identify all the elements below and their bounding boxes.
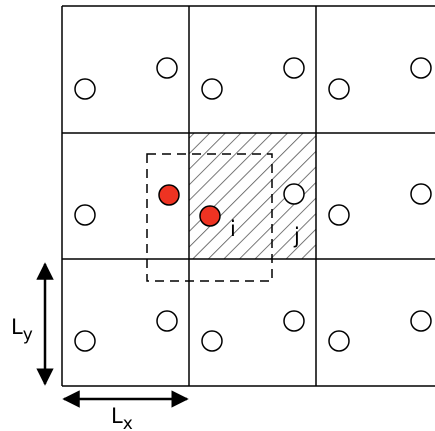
highlight-particle-icon xyxy=(199,205,221,227)
particle-circle-icon xyxy=(328,330,350,352)
particle-circle-icon xyxy=(156,310,178,332)
particle-label-i: i xyxy=(230,217,236,241)
open-particles xyxy=(74,57,432,352)
highlighted-particles xyxy=(158,184,221,227)
particle-circle-icon xyxy=(410,310,432,332)
particle-circle-icon xyxy=(201,78,223,100)
cell-grid xyxy=(61,5,435,387)
particle-circle-icon xyxy=(156,57,178,79)
particle-circle-icon xyxy=(410,57,432,79)
particle-circle-icon xyxy=(74,78,96,100)
particle-circle-icon xyxy=(328,78,350,100)
particle-circle-icon xyxy=(201,330,223,352)
particle-circle-icon xyxy=(283,57,305,79)
particle-circle-icon xyxy=(74,204,96,226)
particle-circle-icon xyxy=(283,310,305,332)
particle-circle-icon xyxy=(328,204,350,226)
cutoff-box xyxy=(146,153,273,282)
highlight-particle-icon xyxy=(158,184,180,206)
particle-circle-icon xyxy=(410,183,432,205)
particle-circle-icon xyxy=(283,183,305,205)
particle-circle-icon xyxy=(74,330,96,352)
ly-label: Ly xyxy=(11,315,33,345)
particle-label-j: j xyxy=(293,224,300,248)
lx-label: Lx xyxy=(111,404,133,431)
